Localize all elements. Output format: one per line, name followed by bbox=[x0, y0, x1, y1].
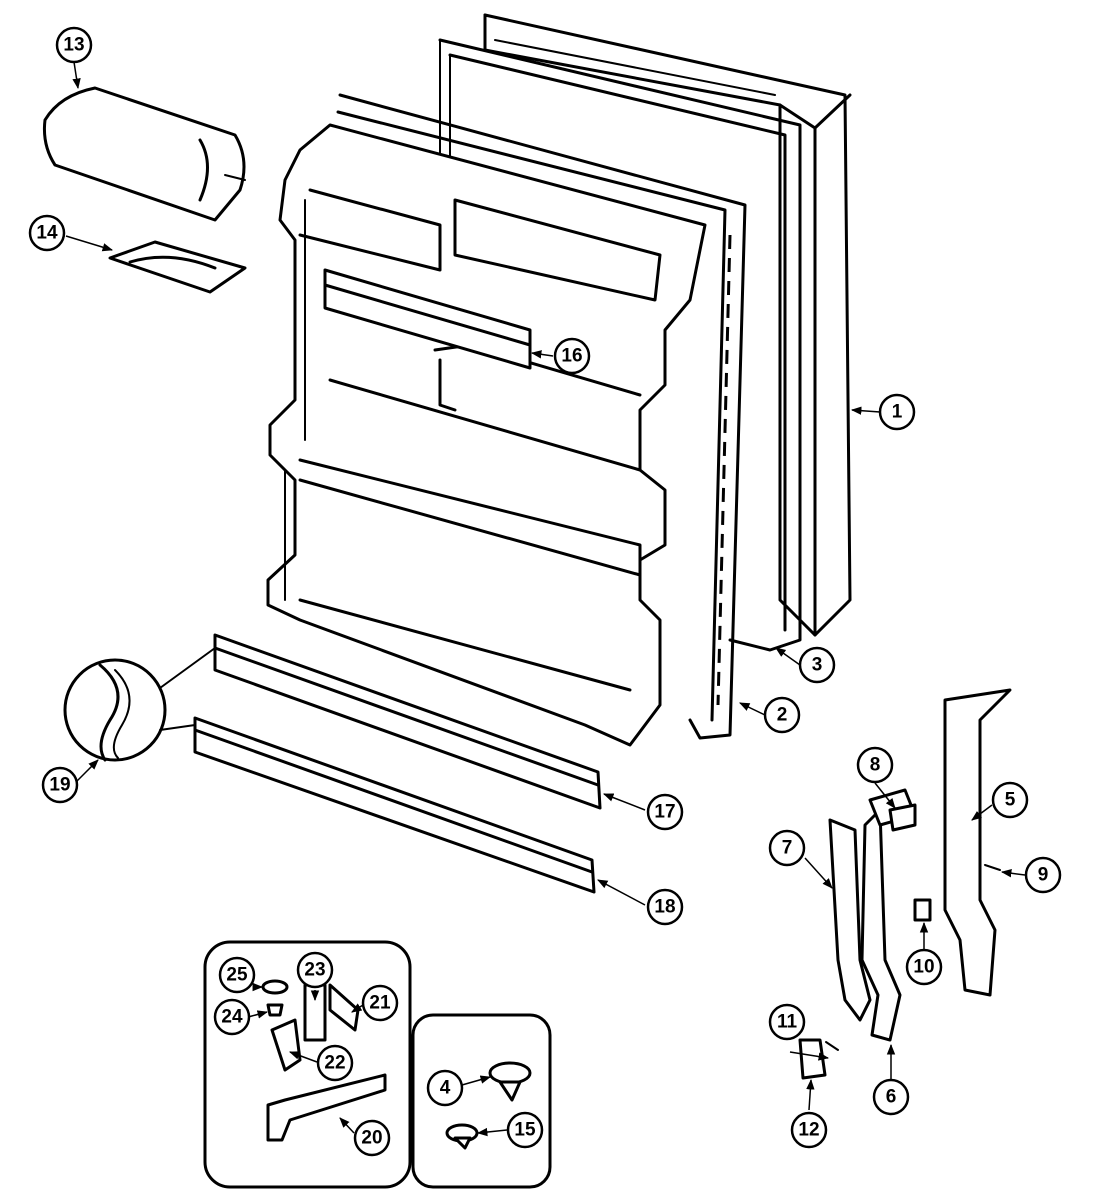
callout-label: 8 bbox=[870, 755, 881, 776]
callout-17: 17 bbox=[646, 793, 684, 831]
callout-label: 11 bbox=[777, 1012, 798, 1033]
detail-circle bbox=[63, 647, 216, 762]
dairy-door bbox=[43, 86, 246, 222]
callout-label: 24 bbox=[221, 1007, 243, 1028]
callout-19: 19 bbox=[41, 766, 79, 804]
callout-24: 24 bbox=[213, 998, 251, 1036]
callout-2: 2 bbox=[763, 696, 801, 734]
callout-label: 10 bbox=[913, 957, 934, 978]
shelf-bar bbox=[323, 268, 532, 370]
door-gasket bbox=[438, 38, 802, 652]
callout-label: 3 bbox=[812, 655, 823, 676]
callout-4: 4 bbox=[426, 1069, 464, 1107]
callout-3: 3 bbox=[798, 646, 836, 684]
callout-label: 4 bbox=[440, 1078, 451, 1099]
callout-label: 16 bbox=[561, 346, 582, 367]
callout-label: 6 bbox=[886, 1087, 897, 1108]
callout-label: 1 bbox=[892, 402, 903, 423]
upper-shelf-front bbox=[213, 633, 602, 810]
callout-label: 17 bbox=[654, 802, 675, 823]
callout-22: 22 bbox=[316, 1044, 354, 1082]
inner-door-liner bbox=[336, 93, 747, 740]
callout-9: 9 bbox=[1024, 856, 1062, 894]
callout-20: 20 bbox=[353, 1119, 391, 1157]
callout-label: 21 bbox=[369, 993, 391, 1014]
callout-15: 15 bbox=[506, 1111, 544, 1149]
callout-label: 5 bbox=[1005, 790, 1016, 811]
callout-7: 7 bbox=[768, 829, 806, 867]
plug-kit-box bbox=[411, 1013, 552, 1189]
callout-label: 15 bbox=[514, 1120, 536, 1141]
outer-door-panel bbox=[483, 13, 852, 637]
hinge-parts bbox=[798, 688, 1012, 1080]
dairy-handle bbox=[108, 240, 247, 294]
callout-23: 23 bbox=[296, 951, 334, 989]
callout-1: 1 bbox=[878, 393, 916, 431]
callout-label: 14 bbox=[36, 223, 58, 244]
callout-label: 20 bbox=[361, 1128, 382, 1149]
callout-18: 18 bbox=[646, 888, 684, 926]
callout-label: 12 bbox=[798, 1120, 819, 1141]
callout-label: 25 bbox=[226, 965, 248, 986]
callout-13: 13 bbox=[55, 26, 93, 64]
callout-label: 9 bbox=[1038, 865, 1049, 886]
callout-label: 18 bbox=[654, 897, 675, 918]
callout-label: 13 bbox=[63, 35, 84, 56]
callout-11: 11 bbox=[768, 1003, 806, 1041]
lower-shelf-front bbox=[193, 716, 596, 894]
callout-6: 6 bbox=[872, 1078, 910, 1116]
callout-5: 5 bbox=[991, 781, 1029, 819]
callout-label: 2 bbox=[777, 705, 788, 726]
callout-25: 25 bbox=[218, 956, 256, 994]
callout-8: 8 bbox=[856, 746, 894, 784]
callout-label: 7 bbox=[782, 838, 793, 859]
callout-label: 19 bbox=[49, 775, 70, 796]
callout-14: 14 bbox=[28, 214, 66, 252]
callout-12: 12 bbox=[790, 1111, 828, 1149]
callout-21: 21 bbox=[361, 984, 399, 1022]
callout-label: 23 bbox=[304, 960, 325, 981]
inner-door-shelves bbox=[266, 123, 707, 747]
callout-10: 10 bbox=[905, 948, 943, 986]
callout-label: 22 bbox=[324, 1053, 345, 1074]
callout-16: 16 bbox=[553, 337, 591, 375]
leader-lines bbox=[65, 61, 1026, 1137]
